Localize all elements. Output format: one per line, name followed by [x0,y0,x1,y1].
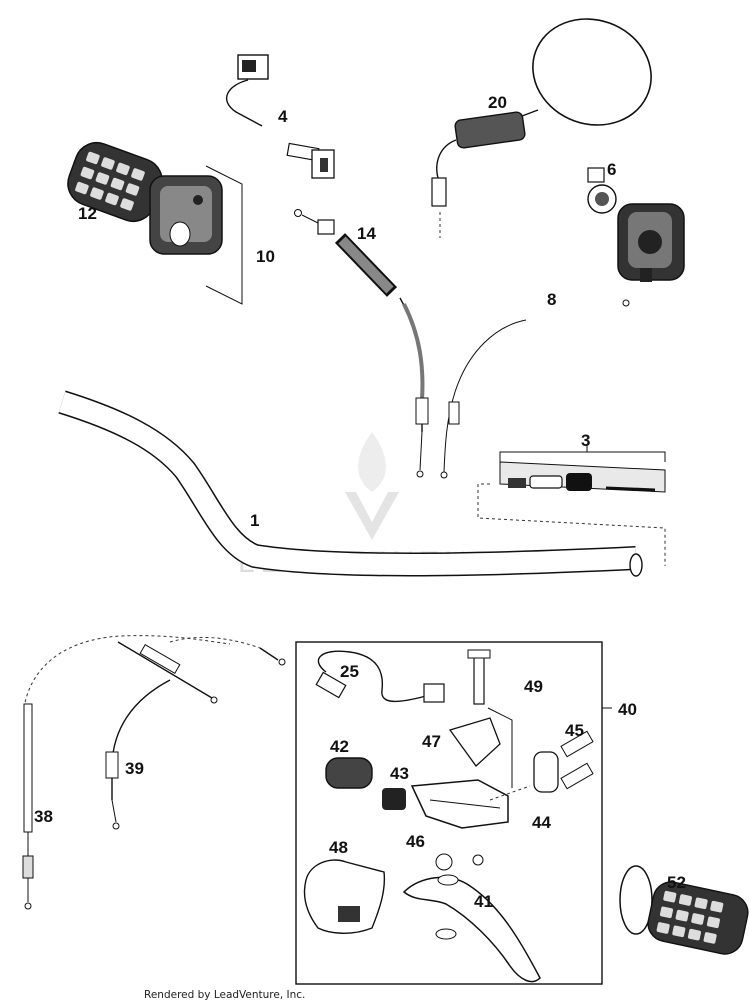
callout-42: 42 [330,737,349,756]
callout-41: 41 [474,892,493,911]
callout-43: 43 [390,764,409,783]
callout-12: 12 [78,204,97,223]
callout-46: 46 [406,832,425,851]
clutch-cable-part[interactable] [22,635,231,910]
callout-6: 6 [607,160,616,179]
callout-44: 44 [532,813,551,832]
callout-25: 25 [340,662,359,681]
clutch-switch-part[interactable] [315,650,445,703]
adjuster-part[interactable] [325,757,406,810]
switch-housing-part[interactable] [587,167,685,282]
callout-40: 40 [618,700,637,719]
callout-8: 8 [547,290,556,309]
guard-part[interactable] [303,859,386,934]
bar-end-kit-part[interactable] [477,444,666,566]
callout-49: 49 [524,677,543,696]
callout-labels: 1 3 4 6 8 10 12 14 20 25 38 39 40 41 42 … [34,93,686,911]
callout-1: 1 [250,511,259,530]
callout-38: 38 [34,807,53,826]
lever-housing-part[interactable] [410,779,531,871]
decompression-cable-part[interactable] [105,636,286,830]
callout-48: 48 [329,838,348,857]
left-grip-part[interactable] [619,865,750,957]
mirror-part[interactable] [431,3,666,238]
callout-45: 45 [565,721,584,740]
clamp-part[interactable] [533,730,594,793]
callout-3: 3 [581,431,590,450]
throttle-cable-2-part[interactable] [294,209,429,478]
callout-52: 52 [667,873,686,892]
callout-4: 4 [278,107,288,126]
callout-47: 47 [422,732,441,751]
handlebar-part[interactable] [58,390,643,577]
clutch-lever-part[interactable] [402,874,541,983]
pivot-bolt-part[interactable] [448,649,513,788]
callout-14: 14 [357,224,376,243]
throttle-switch-part[interactable] [225,54,335,179]
throttle-grip-part[interactable] [62,137,243,305]
clutch-assembly-box [295,641,612,985]
footer-credit: Rendered by LeadVenture, Inc. [144,989,305,1001]
throttle-cable-part[interactable] [440,299,630,479]
callout-10: 10 [256,247,275,266]
callout-39: 39 [125,759,144,778]
callout-20: 20 [488,93,507,112]
